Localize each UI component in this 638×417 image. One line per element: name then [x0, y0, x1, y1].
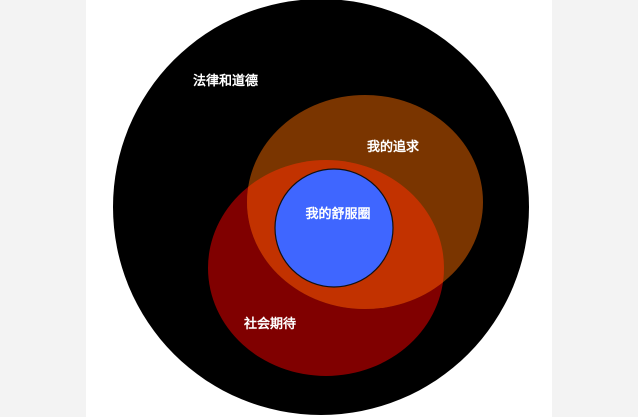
- right-margin-panel: [552, 0, 638, 417]
- comfort-zone-label: 我的舒服圈: [305, 206, 370, 222]
- my-pursuit-label: 我的追求: [367, 139, 420, 155]
- social-expectation-label: 社会期待: [243, 316, 296, 332]
- comfort-zone-circle: [274, 168, 394, 288]
- left-margin-panel: [0, 0, 86, 417]
- law-morality-label: 法律和道德: [193, 73, 258, 89]
